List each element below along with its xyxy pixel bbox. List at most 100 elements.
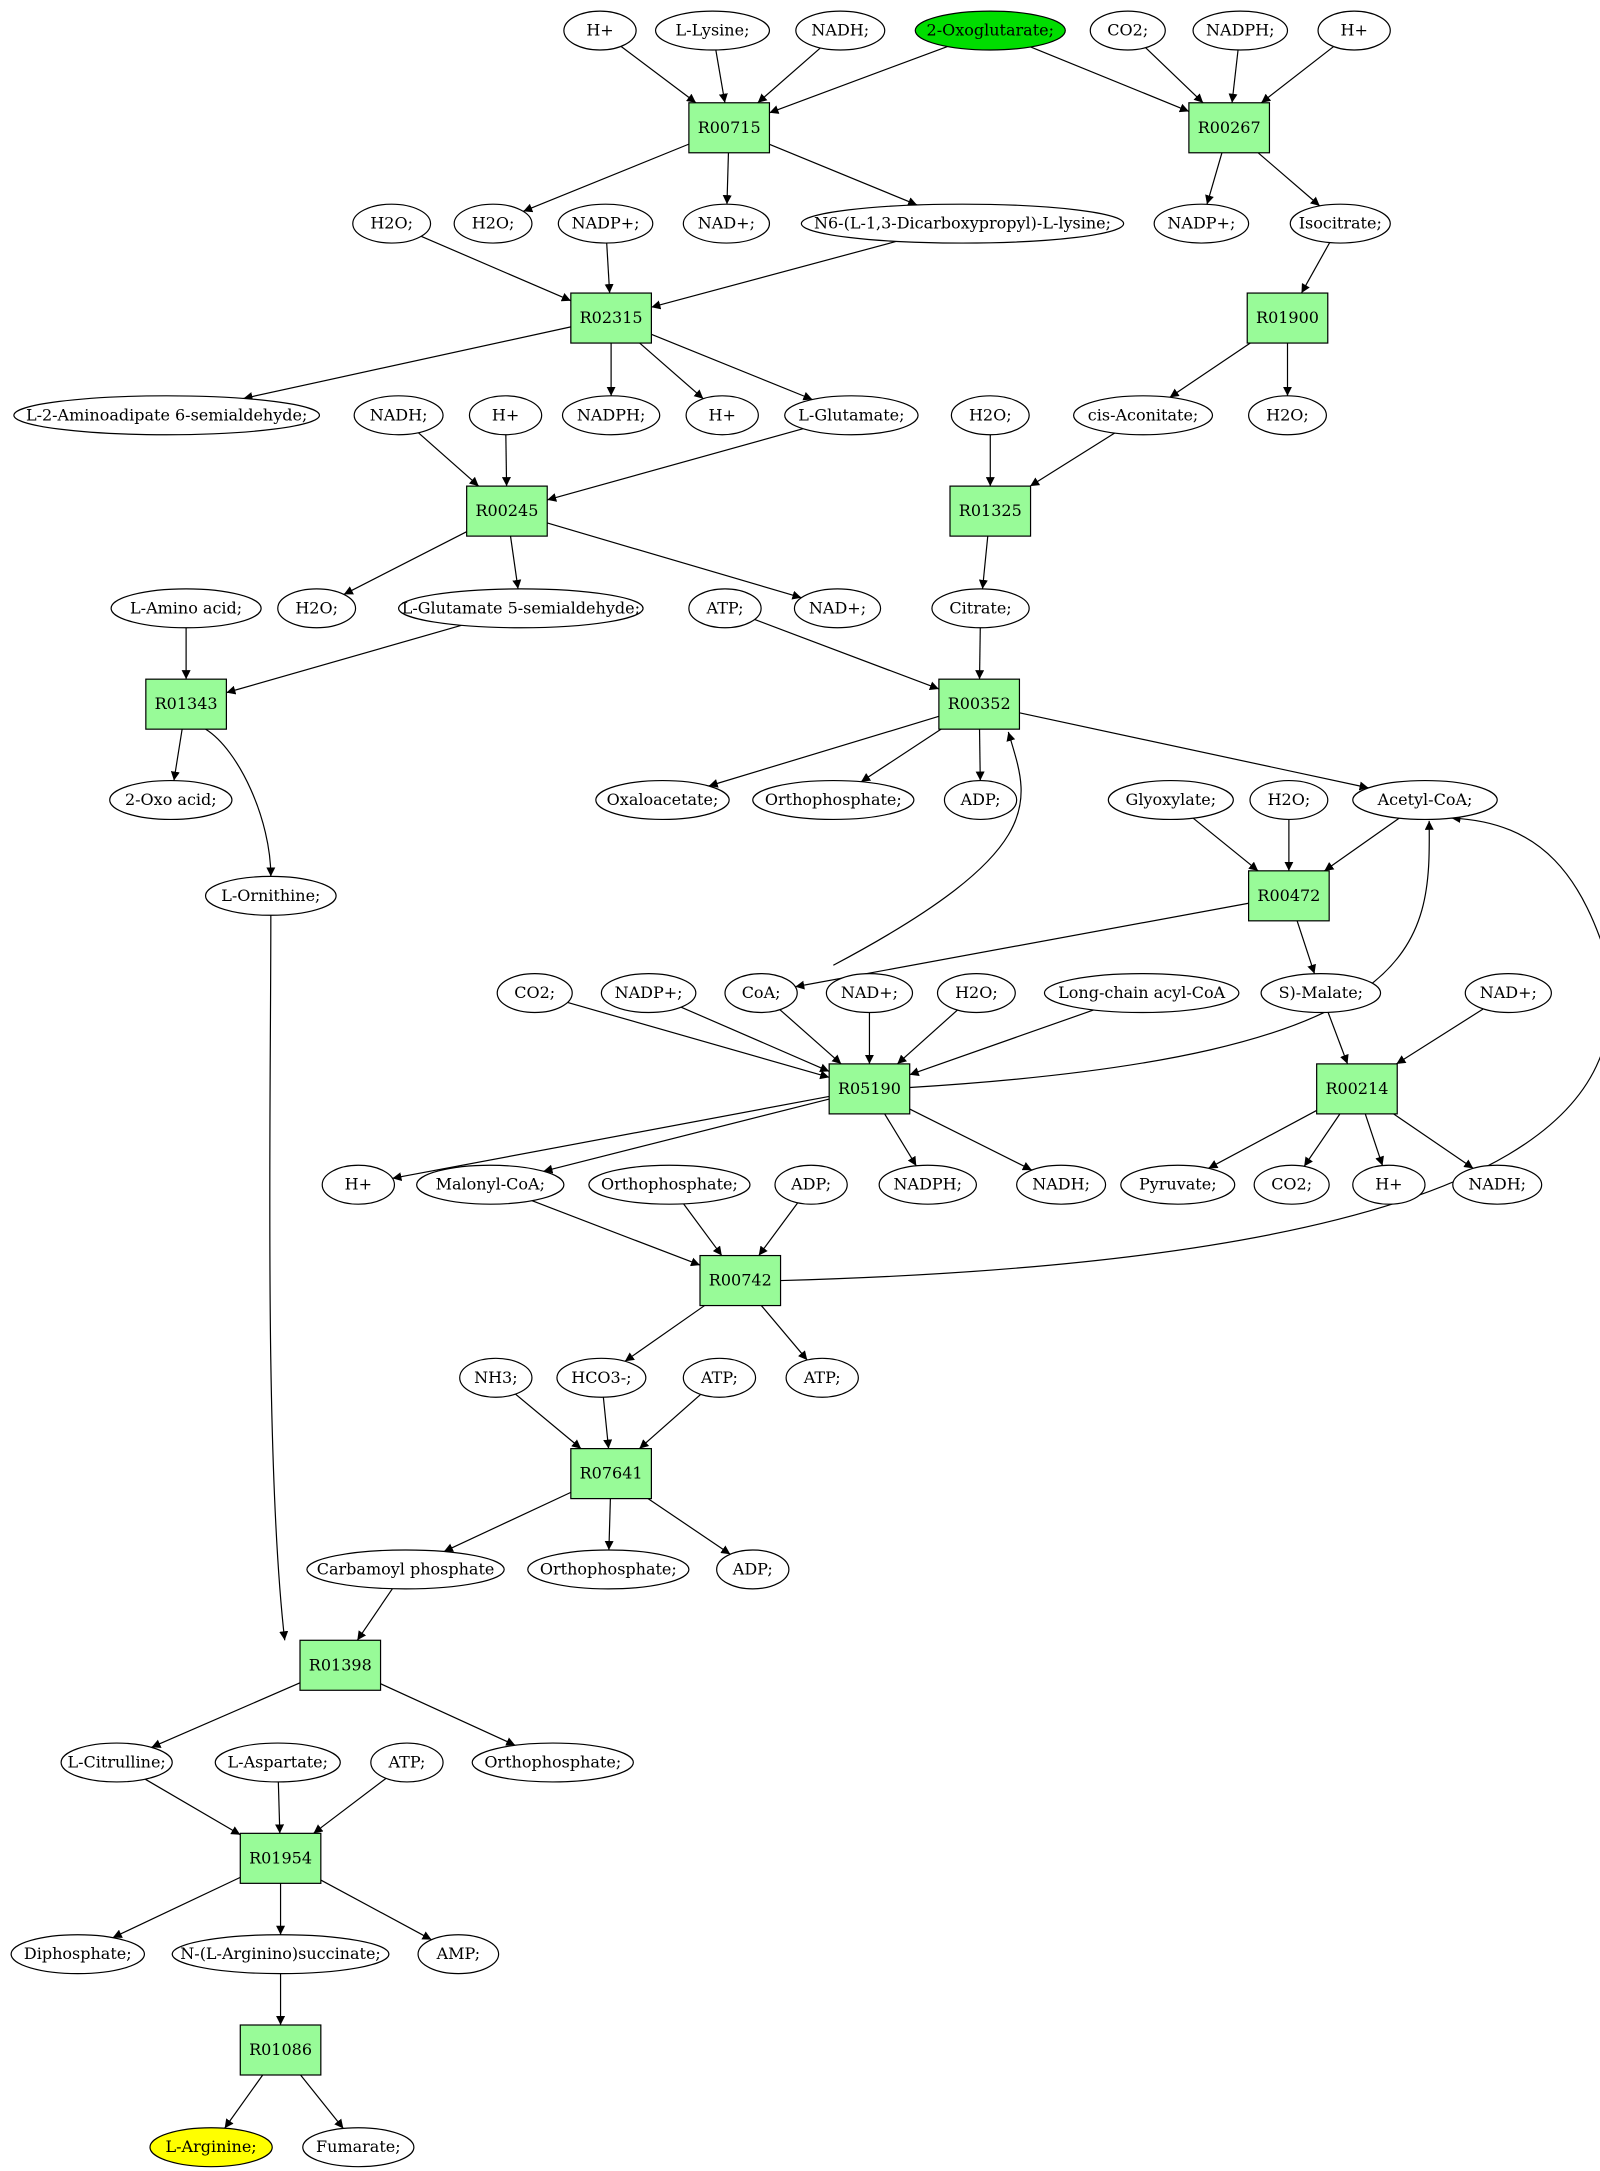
compound-node-hplus_1: H+ — [563, 10, 637, 51]
reaction-node-r01086: R01086 — [239, 2024, 322, 2076]
compound-node-co2_1: CO2; — [1089, 10, 1166, 51]
compound-node-nadpp_3: NADP+; — [600, 973, 697, 1014]
edge-malcoa-to-r00742 — [531, 1200, 701, 1267]
edge-glyox-to-r00472 — [1192, 817, 1259, 872]
compound-ellipse — [682, 203, 771, 244]
node-label: N-(L-Arginino)succinate; — [180, 1944, 381, 1963]
compound-node-carbp: Carbamoyl phosphate — [306, 1549, 505, 1590]
compound-ellipse — [682, 1357, 757, 1398]
compound-node-nadp_3: NAD+; — [825, 973, 914, 1014]
edge-r00715-to-n6lys — [769, 143, 918, 206]
compound-ellipse — [931, 588, 1030, 629]
compound-ellipse — [557, 203, 654, 244]
node-label: L-Arginine; — [166, 2137, 257, 2156]
compound-ellipse — [1352, 779, 1498, 821]
node-label: L-Citrulline; — [68, 1753, 166, 1772]
edge-atp_2-to-r07641 — [638, 1393, 702, 1450]
edge-r01398-to-orthop_4 — [380, 1683, 516, 1746]
node-label: Glyoxylate; — [1126, 790, 1217, 809]
edge-lcacoa-to-r05190 — [909, 1009, 1094, 1076]
node-label: Orthophosphate; — [540, 1559, 677, 1578]
node-label: R00742 — [709, 1271, 772, 1290]
compound-node-citrate: Citrate; — [931, 588, 1030, 629]
edge-r05190-to-nadph_3 — [884, 1113, 917, 1167]
edge-r05190-to-malcoa — [543, 1098, 830, 1174]
node-label: ADP; — [960, 790, 1001, 809]
compound-node-n6lys: N6-(L-1,3-Dicarboxypropyl)-L-lysine; — [800, 203, 1125, 244]
compound-node-amp: AMP; — [417, 1934, 500, 1975]
edge-r01325-to-citrate — [978, 536, 989, 589]
node-label: Diphosphate; — [24, 1944, 132, 1963]
compound-ellipse — [352, 203, 432, 244]
node-label: H+ — [709, 405, 736, 424]
node-label: H+ — [492, 405, 519, 424]
node-label: Orthophosphate; — [484, 1753, 621, 1772]
compound-node-l2amino: L-2-Aminoadipate 6-semialdehyde; — [13, 395, 321, 436]
edge-r05190-to-hplus_5 — [392, 1095, 830, 1182]
node-label: R00245 — [475, 501, 538, 520]
edge-r01343-to-lorn — [205, 728, 276, 877]
compound-node-nadh_4: NADH; — [1452, 1164, 1543, 1205]
node-label: Pyruvate; — [1139, 1175, 1217, 1194]
compound-node-nargsucc: N-(L-Arginino)succinate; — [171, 1934, 390, 1975]
edge-nadp_4-to-r00214 — [1396, 1008, 1484, 1065]
node-label: L-Glutamate 5-semialdehyde; — [402, 598, 640, 617]
edge-lglu-to-r00245 — [547, 428, 804, 502]
node-label: R00267 — [1198, 118, 1261, 137]
node-label: Isocitrate; — [1299, 214, 1382, 233]
reaction-node-r00245: R00245 — [466, 485, 548, 537]
compound-node-oxoglut: 2-Oxoglutarate; — [914, 10, 1066, 51]
compound-node-h2o_6: H2O; — [1249, 779, 1329, 821]
node-label: CO2; — [1271, 1175, 1312, 1194]
compound-node-coa: CoA; — [724, 973, 798, 1014]
compound-ellipse — [800, 203, 1125, 244]
edge-nadph_1-to-r00267 — [1228, 49, 1239, 103]
edge-r00472-to-smalate — [1296, 920, 1316, 974]
compound-node-llysine: L-Lysine; — [654, 10, 771, 51]
reaction-box — [239, 2024, 322, 2076]
compound-node-laa: L-Amino acid; — [110, 588, 262, 629]
edge-orthop_2-to-r00742 — [683, 1203, 723, 1256]
edge-nadpp_1-to-r02315 — [604, 243, 614, 294]
compound-ellipse — [595, 779, 730, 821]
edge-r00715-to-h2o_2 — [523, 143, 690, 213]
node-label: Fumarate; — [316, 2137, 401, 2156]
compound-ellipse — [588, 1164, 751, 1205]
reaction-node-r01900: R01900 — [1246, 292, 1329, 344]
edge-h2o_1-to-r02315 — [420, 235, 572, 302]
reaction-node-r00715: R00715 — [688, 102, 771, 154]
compound-node-lorn: L-Ornithine; — [204, 875, 337, 916]
reaction-node-r00214: R00214 — [1316, 1063, 1398, 1115]
compound-node-pyruvate: Pyruvate; — [1120, 1164, 1236, 1205]
edge-carbp-to-r01398 — [356, 1588, 393, 1641]
edge-r02315-to-hplus_4 — [639, 342, 704, 400]
edge-acetylcoa-to-r00472 — [1324, 817, 1400, 872]
compound-node-smalate: S)-Malate; — [1260, 973, 1382, 1014]
reaction-box — [466, 485, 548, 537]
compound-ellipse — [214, 1742, 341, 1783]
node-label: ATP; — [387, 1753, 425, 1772]
node-label: R07641 — [580, 1464, 643, 1483]
compound-node-lcacoa: Long-chain acyl-CoA — [1043, 973, 1240, 1014]
compound-ellipse — [936, 973, 1016, 1014]
node-label: N6-(L-1,3-Dicarboxypropyl)-L-lysine; — [814, 214, 1111, 233]
compound-ellipse — [795, 10, 886, 51]
node-label: CoA; — [742, 983, 781, 1002]
edge-r01954-to-amp — [320, 1879, 432, 1941]
node-label: L-Ornithine; — [221, 886, 320, 905]
compound-ellipse — [109, 779, 233, 821]
node-label: H+ — [586, 21, 613, 40]
compound-node-nadp_4: NAD+; — [1464, 973, 1552, 1014]
compound-node-nadpp_1: NADP+; — [557, 203, 654, 244]
edge-n6lys-to-r02315 — [651, 240, 897, 310]
node-label: NAD+; — [809, 598, 866, 617]
edge-r05190-to-nadh_3 — [909, 1108, 1033, 1171]
edge-r00742-to-atp_3 — [760, 1305, 808, 1361]
edge-hplus_2-to-r00267 — [1260, 46, 1334, 104]
reaction-node-r00742: R00742 — [699, 1254, 782, 1307]
reaction-box — [699, 1254, 782, 1307]
node-label: NADH; — [1468, 1175, 1526, 1194]
compound-node-h2o_3: H2O; — [950, 395, 1030, 436]
